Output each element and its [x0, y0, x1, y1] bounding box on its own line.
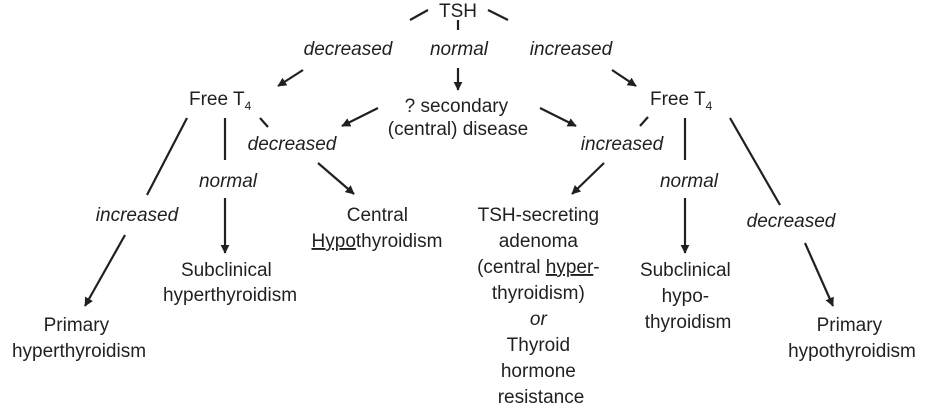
subclinical-hyper-line-2: hyperthyroidism	[163, 285, 297, 306]
adenoma-line-3: (central hyper-	[477, 257, 600, 278]
edge-label-right-decreased: decreased	[747, 211, 837, 232]
adenoma-line-7: hormone	[501, 361, 576, 382]
edge-line-right-decreased-upper	[729, 117, 781, 206]
edge-arrow-right-decreased	[803, 242, 835, 307]
subclinical-hypo-line-3: thyroidism	[645, 312, 732, 333]
edge-label-tsh-normal: normal	[430, 39, 489, 60]
edge-labels: decreased normal increased increased nor…	[96, 39, 837, 232]
subclinical-hypo-line-2: hypo-	[662, 286, 710, 307]
edge-arrow-left-decreased	[317, 162, 355, 195]
edge-arrow-tsh-increased	[611, 69, 637, 87]
adenoma-line-8: resistance	[498, 387, 585, 408]
edge-label-tsh-increased: increased	[530, 39, 614, 60]
node-primary-hypothyroidism: Primary hypothyroidism	[788, 315, 916, 362]
node-central-hypothyroidism: Central Hypothyroidism	[312, 205, 443, 252]
node-subclinical-hypothyroidism: Subclinical hypo- thyroidism	[640, 260, 736, 333]
free-t4-right-subscript: 4	[706, 99, 713, 113]
edge-label-right-increased: increased	[581, 134, 665, 155]
edge-arrow-left-increased	[84, 234, 126, 307]
edge-label-left-normal: normal	[199, 171, 258, 192]
edge-arrow-tsh-decreased	[277, 69, 304, 87]
adenoma-line-6: Thyroid	[507, 335, 570, 356]
edge-line-tsh-increased-upper	[487, 9, 509, 21]
central-hypo-rest: thyroidism	[356, 231, 443, 252]
primary-hypo-line-1: Primary	[817, 315, 883, 336]
adenoma-line-1: TSH-secreting	[478, 205, 599, 226]
node-primary-hyperthyroidism: Primary hyperthyroidism	[12, 315, 146, 362]
subclinical-hyper-line-1: Subclinical	[181, 260, 272, 281]
node-secondary-disease: ? secondary (central) disease	[388, 96, 528, 140]
free-t4-right-base: Free T	[650, 89, 706, 110]
node-free-t4-left: Free T4	[189, 89, 252, 113]
edge-label-left-decreased: decreased	[248, 134, 338, 155]
primary-hyper-line-2: hyperthyroidism	[12, 341, 146, 362]
node-subclinical-hyperthyroidism: Subclinical hyperthyroidism	[163, 260, 297, 306]
edge-arrow-secondary-left	[341, 107, 379, 127]
edge-label-tsh-decreased: decreased	[304, 39, 394, 60]
central-hypo-underlined: Hypo	[312, 231, 356, 252]
adenoma-line-2: adenoma	[499, 231, 579, 252]
central-hypo-line-2: Hypothyroidism	[312, 231, 443, 252]
free-t4-left-subscript: 4	[245, 99, 252, 113]
edge-arrow-right-increased	[571, 162, 605, 195]
primary-hypo-line-2: hypothyroidism	[788, 341, 916, 362]
free-t4-left-base: Free T	[189, 89, 245, 110]
adenoma-line-3-post: -	[593, 257, 599, 278]
edge-line-right-increased-upper	[639, 116, 649, 127]
edge-label-right-normal: normal	[660, 171, 719, 192]
adenoma-or: or	[530, 309, 548, 330]
nodes: TSH Free T4 ? secondary (central) diseas…	[12, 1, 916, 408]
node-tsh: TSH	[439, 1, 477, 22]
primary-hyper-line-1: Primary	[44, 315, 110, 336]
subclinical-hypo-line-1: Subclinical	[640, 260, 731, 281]
adenoma-line-4: thyroidism)	[492, 283, 585, 304]
edge-line-left-increased-upper	[146, 117, 188, 196]
node-tsh-secreting-adenoma: TSH-secreting adenoma (central hyper- th…	[477, 205, 605, 408]
node-free-t4-right: Free T4	[650, 89, 713, 113]
adenoma-line-3-pre: (central	[477, 257, 546, 278]
edge-label-left-increased: increased	[96, 205, 180, 226]
edge-line-left-decreased-upper	[259, 117, 269, 128]
central-hypo-line-1: Central	[347, 205, 408, 226]
adenoma-underlined: hyper	[546, 257, 594, 278]
secondary-line-1: ? secondary	[405, 96, 509, 117]
secondary-line-2: (central) disease	[388, 119, 528, 140]
edge-line-tsh-decreased-upper	[409, 9, 429, 21]
connectors	[84, 9, 835, 307]
edge-arrow-secondary-right	[539, 107, 577, 127]
